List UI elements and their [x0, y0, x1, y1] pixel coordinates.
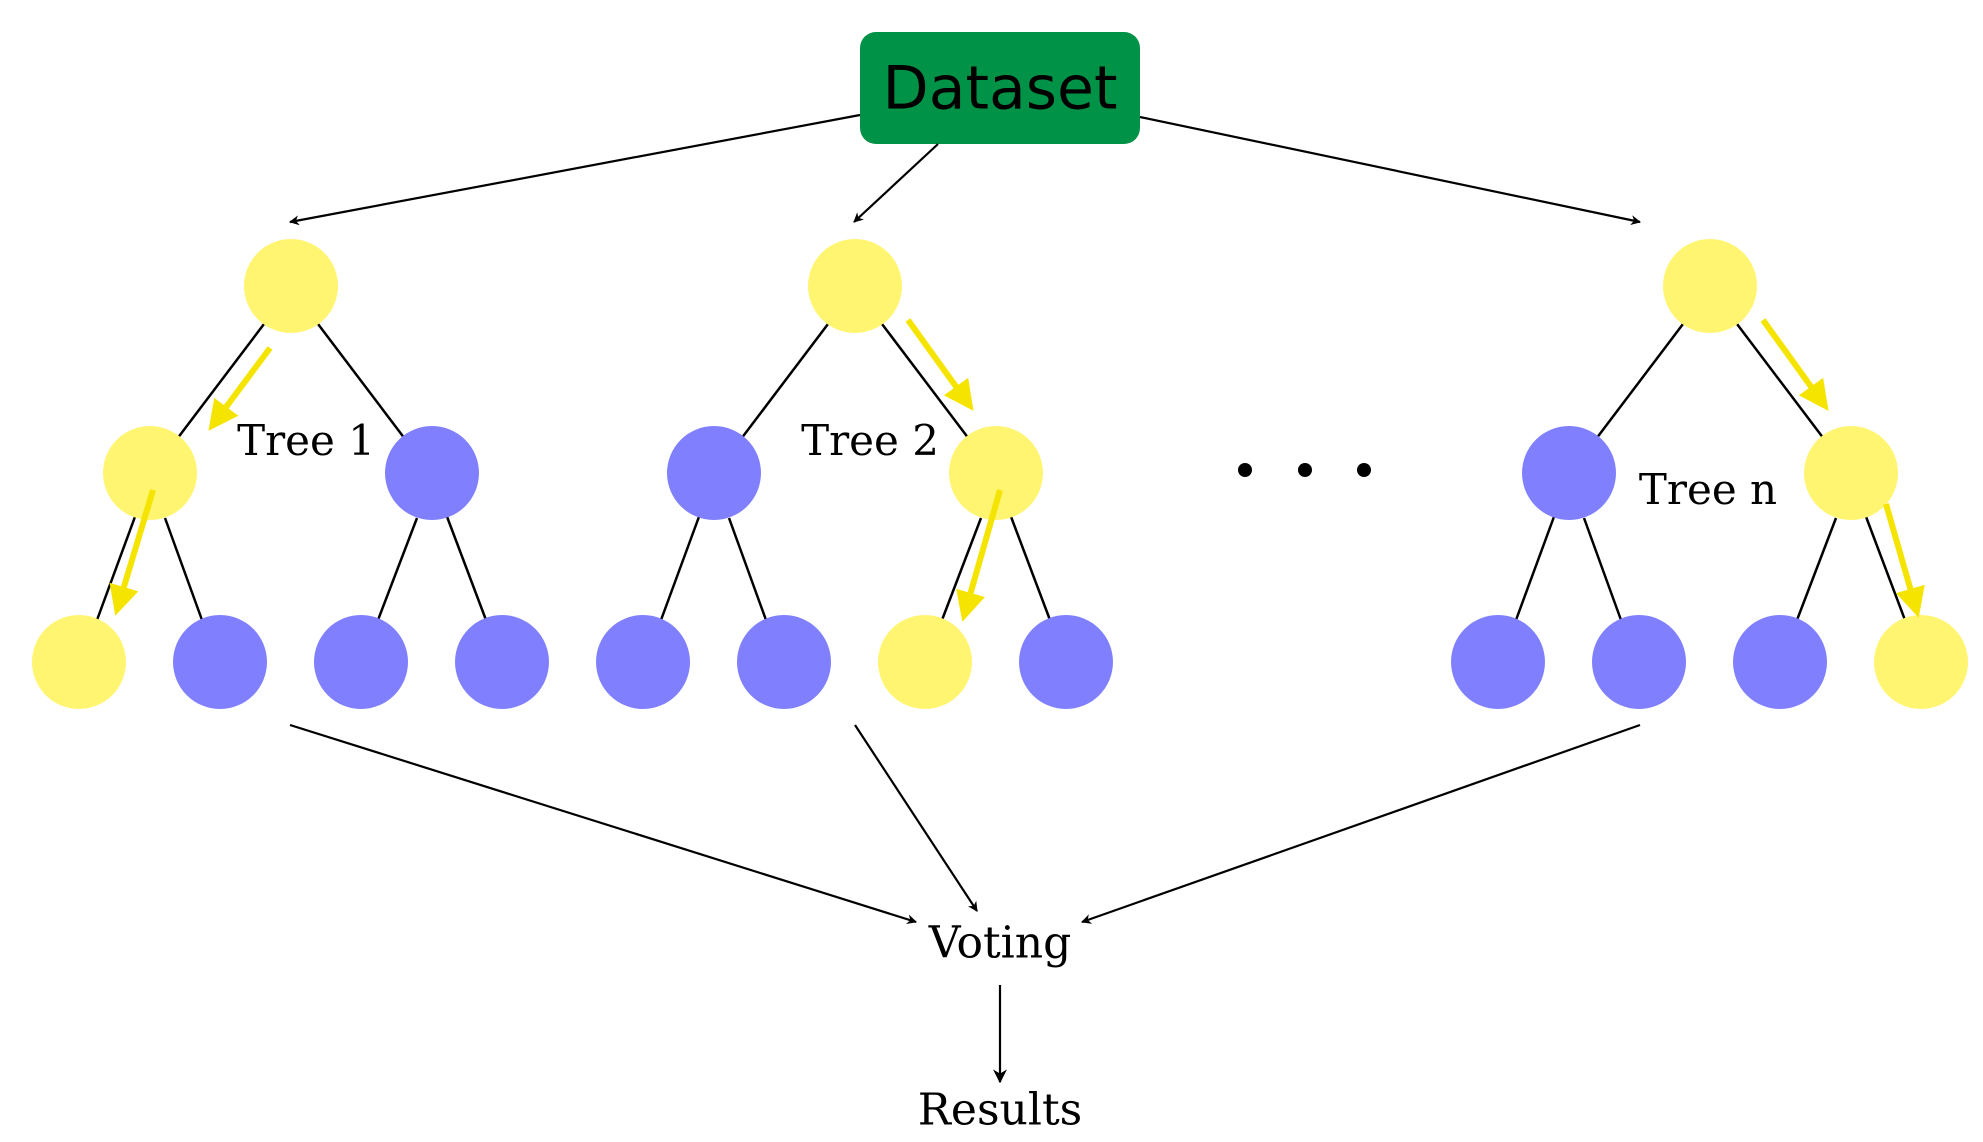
results-label: Results — [918, 1085, 1082, 1136]
tree-edge — [317, 323, 406, 440]
tree-node-root-selected — [808, 239, 902, 333]
tree-1-label: Tree 1 — [237, 416, 375, 465]
tree-edge — [1582, 517, 1623, 621]
tree-leaf — [1451, 615, 1545, 709]
tree-edge — [163, 517, 204, 621]
tree-edge — [881, 323, 970, 440]
tree-leaf — [173, 615, 267, 709]
tree-1-decision-path — [109, 346, 273, 616]
decision-path-arrow — [208, 346, 273, 431]
dataset-node: Dataset — [860, 32, 1140, 144]
tree-1: Tree 1 — [32, 239, 549, 709]
tree-edge — [940, 517, 983, 621]
arrow-tree-1-to-voting — [289, 723, 917, 925]
decision-path-arrow — [956, 489, 1003, 622]
arrow-dataset-to-tree-1 — [289, 113, 861, 226]
decision-path-arrow — [1883, 503, 1925, 618]
tree-node-selected — [949, 426, 1043, 520]
tree-leaf — [737, 615, 831, 709]
tree-n-label: Tree n — [1639, 465, 1777, 514]
tree-2-decision-path — [905, 318, 1003, 622]
tree-node — [1522, 426, 1616, 520]
ellipsis-dot — [1238, 463, 1252, 477]
tree-edge — [1795, 517, 1838, 621]
tree-leaf — [1733, 615, 1827, 709]
tree-edge — [444, 513, 488, 621]
ellipsis-dot — [1298, 463, 1312, 477]
arrow-dataset-to-tree-2 — [853, 143, 939, 223]
tree-node-root-selected — [244, 239, 338, 333]
tree-edge — [176, 323, 265, 440]
tree-n-edges — [1514, 323, 1907, 621]
tree-leaf — [314, 615, 408, 709]
tree-2: Tree 2 — [596, 239, 1113, 709]
tree-edge — [1736, 323, 1825, 440]
decision-path-arrow — [1760, 318, 1829, 411]
tree-2-label: Tree 2 — [801, 416, 939, 465]
tree-edge — [659, 513, 702, 621]
arrow-tree-n-to-voting — [1081, 723, 1641, 924]
tree-edge — [727, 517, 768, 621]
tree-to-voting-arrows — [289, 723, 1641, 925]
tree-leaf — [596, 615, 690, 709]
tree-edge — [1008, 513, 1052, 621]
more-trees-ellipsis — [1238, 463, 1371, 477]
dataset-box — [860, 32, 1140, 144]
tree-node-root-selected — [1663, 239, 1757, 333]
tree-edge — [376, 517, 419, 621]
tree-2-edges — [659, 323, 1052, 621]
tree-leaf-selected — [878, 615, 972, 709]
arrow-tree-2-to-voting — [854, 724, 978, 912]
tree-edge — [1595, 323, 1684, 440]
ellipsis-dot — [1357, 463, 1371, 477]
tree-node-selected — [103, 426, 197, 520]
tree-n-decision-path — [1760, 318, 1925, 618]
tree-leaf — [455, 615, 549, 709]
dataset-label: Dataset — [883, 54, 1118, 124]
tree-leaf — [1019, 615, 1113, 709]
voting-label: Voting — [928, 918, 1071, 969]
tree-node-selected — [1804, 426, 1898, 520]
tree-leaf — [1592, 615, 1686, 709]
tree-edge — [1863, 513, 1907, 621]
tree-edge — [1514, 513, 1557, 621]
tree-edge — [740, 323, 829, 440]
tree-leaf-selected — [1874, 615, 1968, 709]
dataset-to-tree-arrows — [289, 113, 1641, 226]
tree-n: Tree n — [1451, 239, 1968, 709]
tree-1-edges — [95, 323, 488, 621]
tree-leaf-selected — [32, 615, 126, 709]
tree-node — [667, 426, 761, 520]
decision-path-arrow — [109, 489, 156, 616]
tree-edge — [95, 513, 138, 621]
arrow-dataset-to-tree-n — [1139, 115, 1641, 226]
decision-path-arrow — [905, 318, 974, 411]
tree-node — [385, 426, 479, 520]
